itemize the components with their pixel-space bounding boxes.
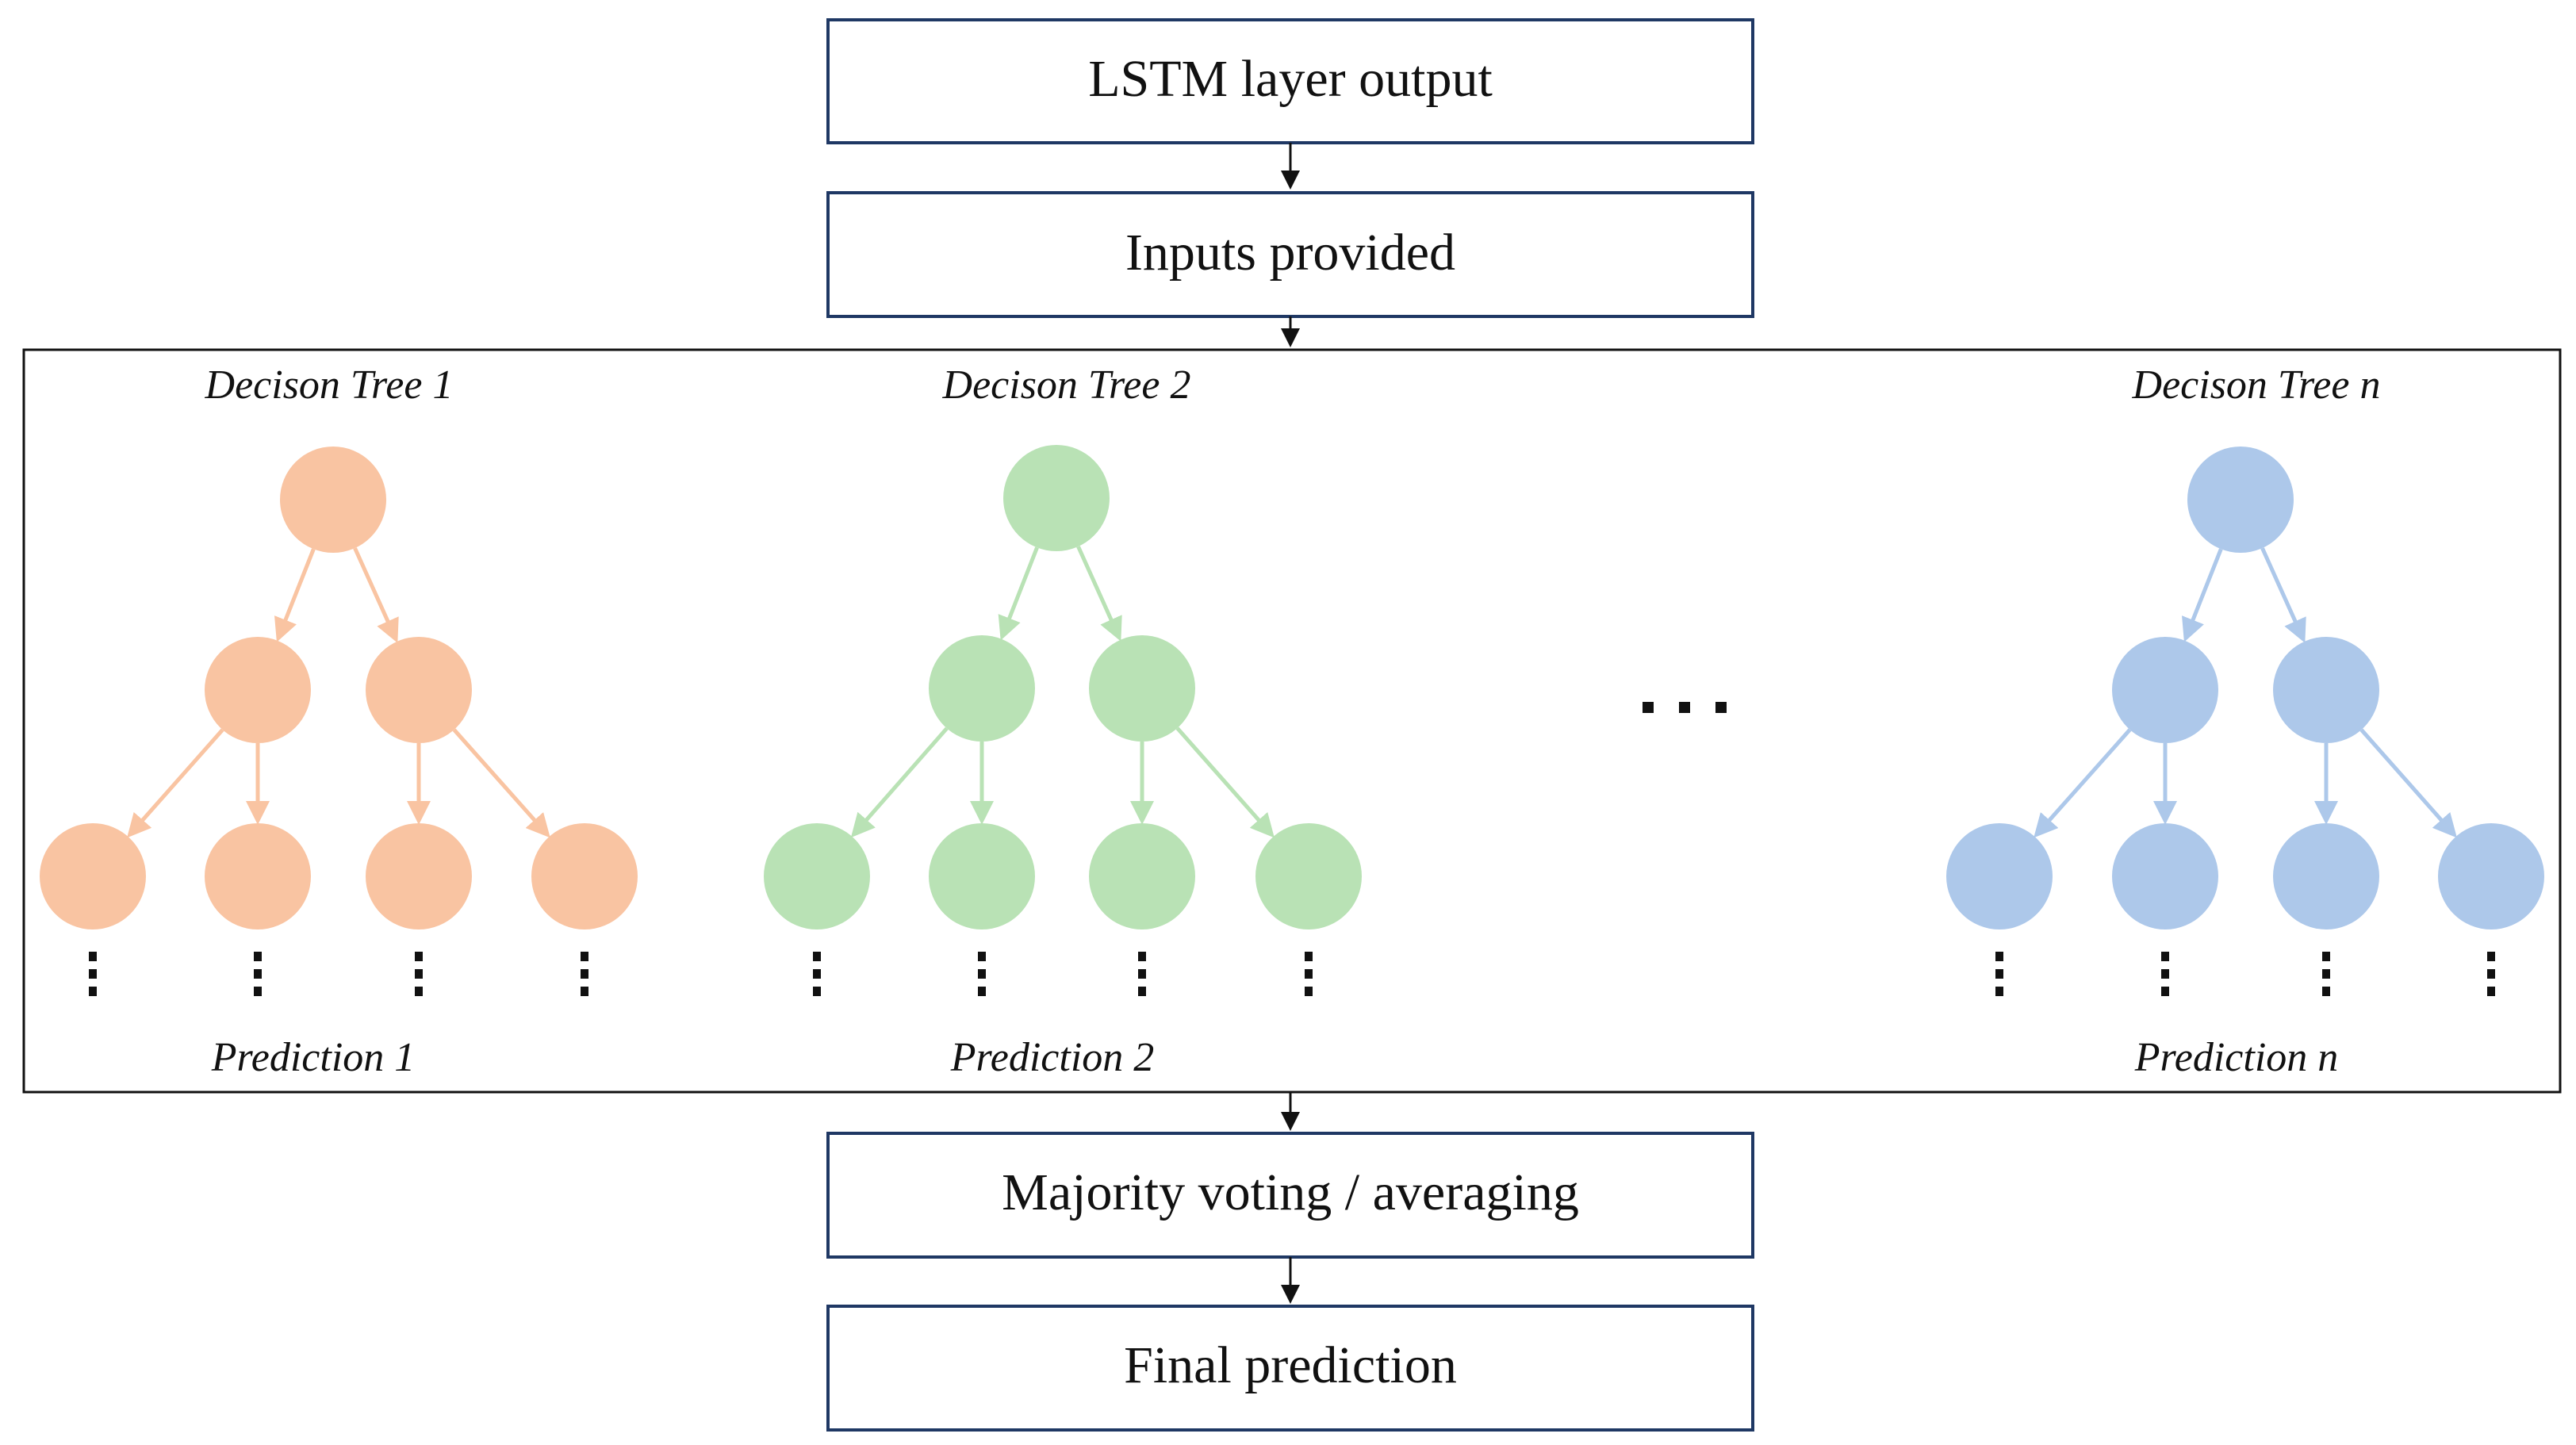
tree-leaf-node xyxy=(1946,823,2053,929)
tree-internal-node xyxy=(2273,637,2379,743)
tree-prediction-label: Prediction 1 xyxy=(211,1035,416,1080)
tree-title: Decison Tree 1 xyxy=(205,362,454,408)
final-prediction-label: Final prediction xyxy=(1124,1336,1457,1394)
tree-title: Decison Tree 2 xyxy=(942,362,1191,408)
tree-leaf-node xyxy=(2438,823,2544,929)
continuation-dots-icon xyxy=(254,952,262,996)
tree-edge xyxy=(850,726,949,838)
tree-edge xyxy=(274,548,316,642)
tree-internal-node xyxy=(1089,635,1195,742)
tree-leaf-node xyxy=(1255,823,1362,929)
tree-leaf-node xyxy=(2112,823,2218,929)
tree-edge xyxy=(452,728,550,838)
tree-edge xyxy=(2260,547,2306,643)
continuation-dots-icon xyxy=(2487,952,2495,996)
tree-edge xyxy=(2359,728,2457,838)
tree-internal-node xyxy=(205,637,311,743)
tree-root-node xyxy=(1003,445,1110,551)
tree-root-node xyxy=(2187,447,2294,553)
tree-leaf-node xyxy=(2273,823,2379,929)
tree-internal-node xyxy=(929,635,1035,742)
final-prediction-box: Final prediction xyxy=(826,1305,1754,1432)
continuation-dots-icon xyxy=(89,952,97,996)
tree-leaf-node xyxy=(1089,823,1195,929)
tree-edge xyxy=(998,546,1039,641)
tree-leaf-node xyxy=(764,823,870,929)
tree-root-node xyxy=(280,447,386,553)
tree-edge xyxy=(353,547,399,643)
forest-container xyxy=(22,348,2562,1094)
tree-prediction-label: Prediction n xyxy=(2134,1035,2339,1080)
tree-leaf-node xyxy=(205,823,311,929)
tree-edge xyxy=(127,728,224,838)
tree-edge xyxy=(1076,546,1122,642)
inputs-provided-box: Inputs provided xyxy=(826,191,1754,318)
lstm-output-label: LSTM layer output xyxy=(1088,50,1493,108)
tree-edge xyxy=(2182,548,2223,642)
tree-internal-node xyxy=(2112,637,2218,743)
decision-tree-2: Decison Tree 2 Prediction 2 xyxy=(764,362,1362,1080)
decision-tree-3: Decison Tree n Prediction n xyxy=(1946,362,2544,1080)
tree-leaf-node xyxy=(531,823,638,929)
tree-prediction-label: Prediction 2 xyxy=(950,1035,1155,1080)
inputs-provided-label: Inputs provided xyxy=(1125,224,1455,282)
tree-leaf-node xyxy=(40,823,146,929)
continuation-dots-icon xyxy=(813,952,821,996)
trees-layer: Decison Tree 1 Prediction 1 Decison Tree 2… xyxy=(40,362,2544,1080)
continuation-dots-icon xyxy=(2322,952,2330,996)
tree-leaf-node xyxy=(929,823,1035,929)
tree-edge xyxy=(1175,726,1275,838)
continuation-dots-icon xyxy=(978,952,986,996)
ellipsis-more-trees xyxy=(1643,702,1727,713)
continuation-dots-icon xyxy=(1138,952,1146,996)
tree-edge xyxy=(2034,728,2132,838)
continuation-dots-icon xyxy=(2161,952,2169,996)
tree-leaf-node xyxy=(366,823,472,929)
lstm-output-box: LSTM layer output xyxy=(826,18,1754,144)
decision-tree-1: Decison Tree 1 Prediction 1 xyxy=(40,362,638,1080)
continuation-dots-icon xyxy=(1305,952,1313,996)
continuation-dots-icon xyxy=(415,952,423,996)
tree-title: Decison Tree n xyxy=(2132,362,2381,408)
majority-voting-label: Majority voting / averaging xyxy=(1002,1163,1579,1221)
majority-voting-box: Majority voting / averaging xyxy=(826,1132,1754,1259)
continuation-dots-icon xyxy=(1995,952,2003,996)
tree-internal-node xyxy=(366,637,472,743)
continuation-dots-icon xyxy=(581,952,588,996)
